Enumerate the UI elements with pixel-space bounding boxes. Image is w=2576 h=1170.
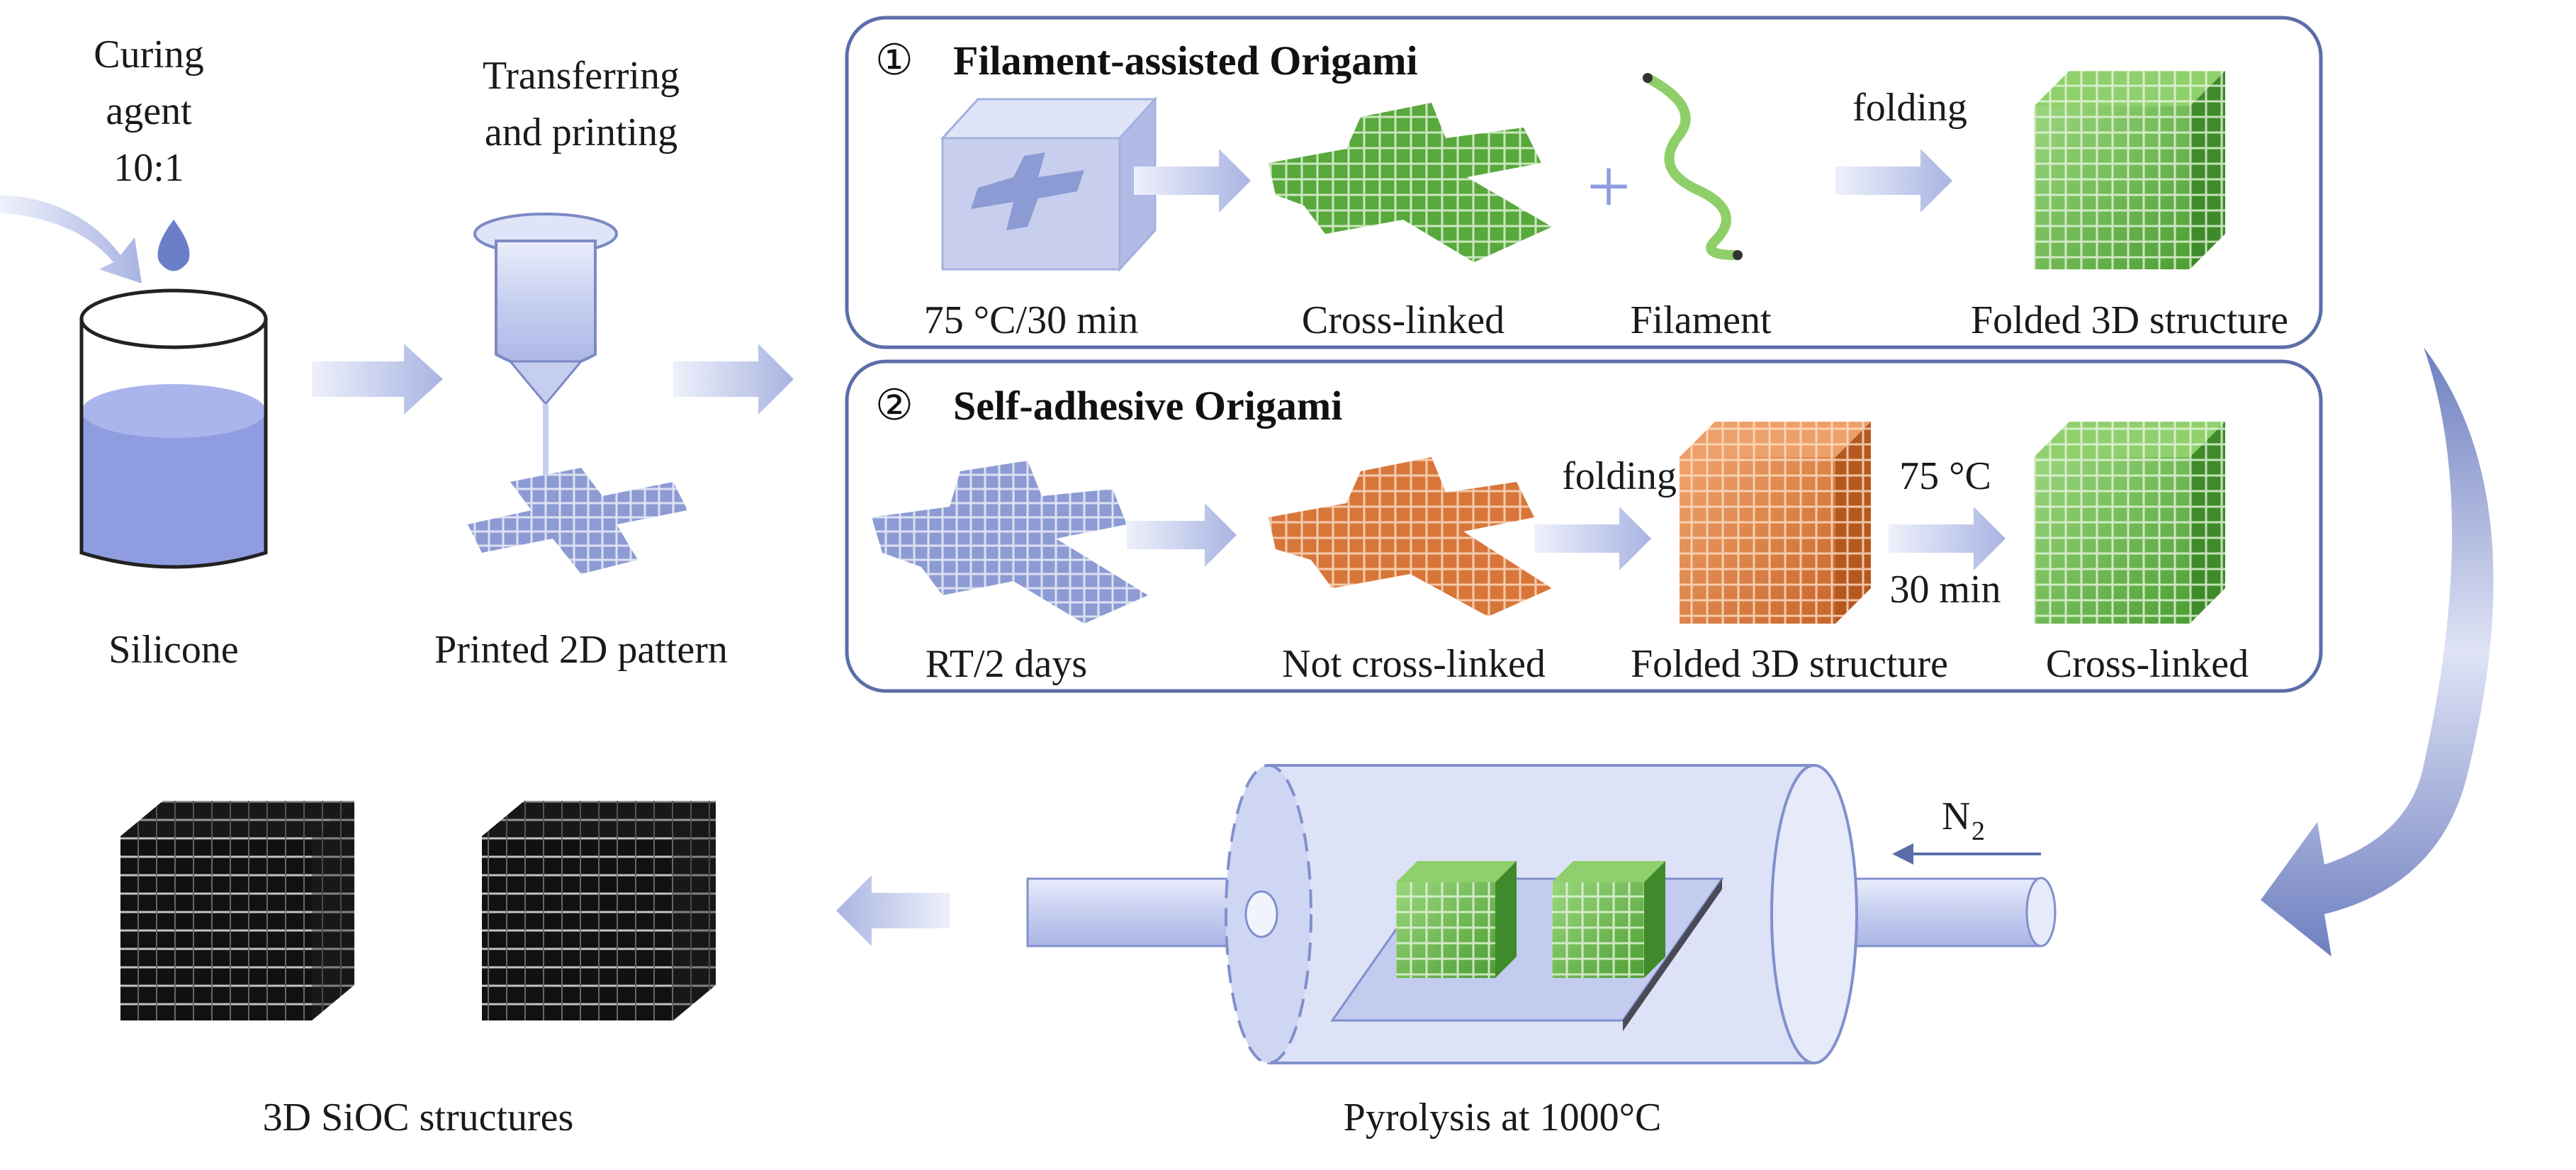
panel2-step3-label: Folded 3D structure <box>1631 642 1948 686</box>
panel1-step2-label: Cross-linked <box>1302 298 1504 342</box>
panel1-folding-label: folding <box>1852 86 1967 130</box>
arrow-beaker-to-printer <box>312 344 443 415</box>
panel1-step4-label: Folded 3D structure <box>1971 298 2288 342</box>
panel2-step2-label: Not cross-linked <box>1282 642 1546 686</box>
panel1-arrow-1 <box>1134 149 1251 213</box>
panel2-folding-label: folding <box>1562 454 1677 498</box>
droplet-icon <box>157 220 190 271</box>
panel2-arrow-3 <box>1889 507 2006 570</box>
svg-text:and printing: and printing <box>485 111 677 154</box>
printed-2d-pattern <box>468 468 687 574</box>
siooc-cube-1 <box>120 801 354 1020</box>
panel2-number: ② <box>875 381 913 430</box>
pouring-arrow <box>0 195 142 283</box>
n2-label: N 2 <box>1942 794 1985 846</box>
panel1-arrow-2 <box>1835 149 1952 213</box>
siooc-label: 3D SiOC structures <box>263 1096 574 1140</box>
arrow-furnace-to-siooc <box>836 875 950 946</box>
n2-flow-arrow <box>1892 843 2041 865</box>
furnace-cube-1 <box>1396 861 1517 978</box>
panel1-title: Filament-assisted Origami <box>953 38 1418 84</box>
panel1-step3-label: Filament <box>1630 298 1772 342</box>
filament-end <box>1643 73 1653 83</box>
crosslinked-pattern-green <box>1269 103 1552 262</box>
arrow-printer-to-panels <box>673 344 794 415</box>
siooc-cube-2 <box>482 801 716 1020</box>
filament-icon <box>1643 73 1741 260</box>
printed-pattern-label: Printed 2D pattern <box>434 628 728 672</box>
panel2-step1-label: RT/2 days <box>926 642 1087 686</box>
svg-text:N: N <box>1942 794 1970 838</box>
curing-agent-label: Curing agent 10:1 <box>94 33 204 190</box>
folded-cube-green-1 <box>2034 71 2225 269</box>
filament-end <box>1733 250 1743 260</box>
pyrolysis-label: Pyrolysis at 1000°C <box>1344 1096 1662 1140</box>
panel1-number: ① <box>875 35 913 85</box>
svg-text:agent: agent <box>106 89 192 133</box>
svg-text:Curing: Curing <box>94 33 204 77</box>
svg-text:10:1: 10:1 <box>113 146 184 190</box>
print-nozzle-icon <box>473 213 618 482</box>
folded-cube-orange <box>1680 422 1871 624</box>
panel2-step4-label: Cross-linked <box>2046 642 2249 686</box>
panel-filament-origami <box>845 16 2323 349</box>
furnace-tube <box>1026 764 2057 1064</box>
panel2-arrow-1 <box>1127 503 1237 567</box>
beaker-icon <box>79 288 268 569</box>
silicone-label: Silicone <box>108 628 239 672</box>
curved-arrow-to-furnace <box>2261 347 2494 957</box>
not-crosslinked-pattern-orange <box>1269 457 1552 617</box>
panel2-arrow-2 <box>1534 507 1651 570</box>
transferring-label: Transferring and printing <box>483 54 680 154</box>
panel2-time-label: 30 min <box>1889 568 2001 612</box>
panel1-step1-label: 75 °C/30 min <box>924 298 1138 342</box>
panel2-temp-label: 75 °C <box>1899 454 1991 498</box>
folded-cube-green-2 <box>2034 422 2225 624</box>
printed-pattern-blue <box>872 461 1148 624</box>
plus-sign: + <box>1587 143 1631 230</box>
svg-text:Transferring: Transferring <box>483 54 680 98</box>
cured-block-icon <box>940 96 1158 272</box>
panel-self-adhesive-origami <box>845 359 2323 693</box>
furnace-cube-2 <box>1552 861 1665 978</box>
panel2-title: Self-adhesive Origami <box>953 383 1342 429</box>
svg-text:2: 2 <box>1972 816 1985 846</box>
